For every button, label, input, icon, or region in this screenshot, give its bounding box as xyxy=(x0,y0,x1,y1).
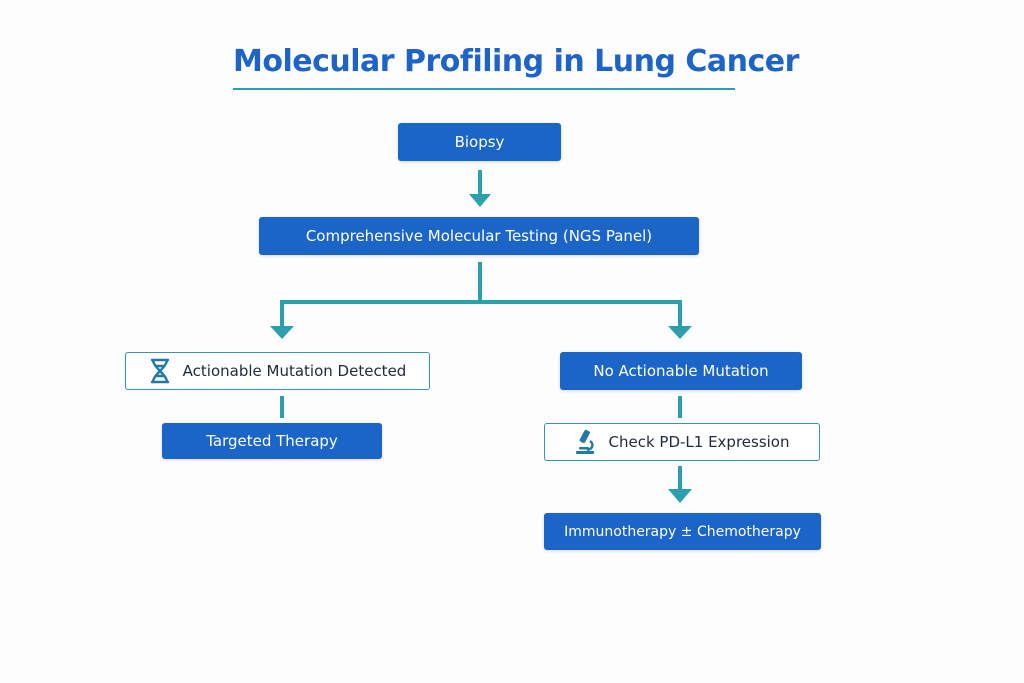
node-ngs-testing: Comprehensive Molecular Testing (NGS Pan… xyxy=(259,217,699,255)
arrowhead xyxy=(668,326,692,339)
arrowhead xyxy=(469,194,491,207)
node-actionable-mutation: Actionable Mutation Detected xyxy=(125,352,430,390)
node-label: Immunotherapy ± Chemotherapy xyxy=(564,523,801,540)
arrowhead xyxy=(270,326,294,339)
page-title: Molecular Profiling in Lung Cancer xyxy=(233,44,799,79)
title-underline xyxy=(233,88,735,90)
microscope-icon xyxy=(574,429,596,455)
node-no-actionable-mutation: No Actionable Mutation xyxy=(560,352,802,390)
node-label: Comprehensive Molecular Testing (NGS Pan… xyxy=(305,227,653,245)
connector-branch xyxy=(280,300,682,327)
node-check-pdl1: Check PD-L1 Expression xyxy=(544,423,820,461)
node-label: No Actionable Mutation xyxy=(593,362,769,380)
node-label: Targeted Therapy xyxy=(206,432,338,450)
node-label: Biopsy xyxy=(454,133,505,151)
node-biopsy: Biopsy xyxy=(398,123,561,161)
node-label: Actionable Mutation Detected xyxy=(182,362,407,380)
dna-icon xyxy=(149,358,171,384)
node-label: Check PD-L1 Expression xyxy=(608,433,790,451)
node-immunotherapy: Immunotherapy ± Chemotherapy xyxy=(544,513,821,550)
node-targeted-therapy: Targeted Therapy xyxy=(162,423,382,459)
arrowhead xyxy=(668,489,692,503)
